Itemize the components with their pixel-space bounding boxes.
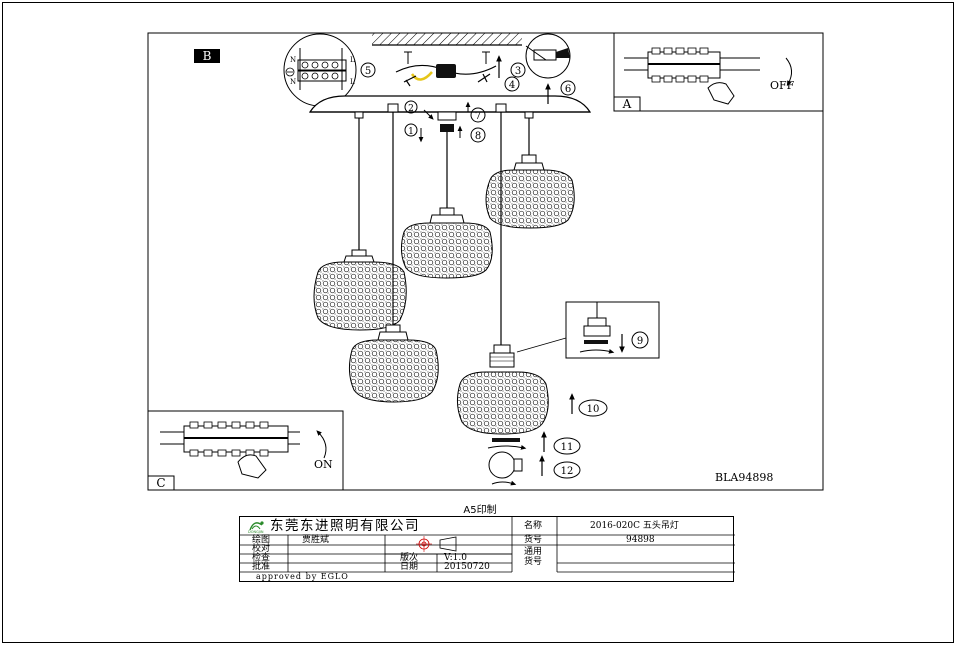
light-bulb	[488, 451, 523, 486]
label-version: 版次	[400, 553, 419, 563]
step-6-circle	[560, 80, 576, 96]
step-5-label: 5	[365, 66, 371, 77]
step-12-label: 12	[561, 466, 574, 477]
step-12-circle	[553, 461, 581, 479]
off-label: OFF	[770, 79, 795, 92]
socket-detail: 9	[516, 301, 660, 359]
wall-plug-magnifier	[525, 33, 571, 79]
glass-shade-1	[313, 249, 407, 331]
panel-b-label-box	[194, 49, 220, 63]
terminal-magnifier: N L N L 5	[283, 33, 376, 107]
ceiling-hatch	[372, 33, 522, 45]
mounting-bracket	[395, 51, 497, 87]
step-1-circle	[404, 123, 418, 137]
projection-symbol-icon	[416, 536, 457, 552]
glass-shade-2	[348, 324, 439, 403]
step-1-label: 1	[408, 127, 414, 137]
label-name: 名称	[524, 521, 543, 531]
label-approve: 批准	[252, 562, 271, 572]
product-name: 2016-020C 五头吊灯	[590, 521, 679, 531]
step-7-circle	[470, 107, 486, 123]
panel-a: A OFF	[613, 32, 824, 112]
terminal-letter-l-bottom: L	[350, 78, 355, 86]
glass-shade-3	[400, 207, 493, 279]
terminal-letter-l-top: L	[350, 56, 355, 64]
step-8-label: 8	[475, 131, 481, 142]
part-no: 94898	[626, 535, 655, 545]
step-4-circle	[504, 76, 520, 92]
label-draw: 绘图	[252, 535, 271, 545]
label-part-no: 货号	[524, 535, 543, 545]
version-value: V:1.0	[444, 553, 467, 563]
title-block: DONGJIN 东莞东进照明有限公司 名称 2016-020C 五头吊灯 绘图 …	[239, 516, 735, 582]
step-5-circle	[360, 62, 376, 78]
step-9-circle	[631, 331, 649, 349]
cable-fixing	[418, 101, 471, 143]
logo-text: DONGJIN	[248, 530, 264, 534]
step-2-label: 2	[408, 104, 414, 114]
step-10-label: 10	[587, 404, 600, 415]
company-name: 东莞东进照明有限公司	[270, 518, 420, 534]
glass-shade-4	[456, 344, 549, 435]
step-6-label: 6	[565, 84, 571, 95]
step-2-circle	[404, 100, 418, 114]
model-number: BLA94898	[715, 471, 773, 484]
terminal-letter-n-bottom: N	[290, 78, 296, 86]
step-10-circle	[578, 399, 608, 417]
label-check: 校对	[252, 544, 271, 554]
label-inspect: 检查	[252, 553, 271, 563]
step-3-circle	[510, 62, 526, 78]
glass-shade-5	[485, 154, 575, 229]
print-note: A5印制	[463, 505, 497, 516]
drawer-name: 贾胜斌	[302, 535, 330, 545]
panel-a-label: A	[622, 97, 632, 111]
step-11-circle	[553, 437, 581, 455]
panel-c-label: C	[156, 476, 165, 490]
date-value: 20150720	[444, 562, 490, 572]
step-8-circle	[470, 127, 486, 143]
step-7-label: 7	[475, 111, 481, 122]
panel-c: C ON	[147, 410, 344, 491]
canopy-plate	[308, 95, 592, 113]
approved-by: approved by EGLO	[256, 572, 349, 581]
step-11-label: 11	[561, 442, 574, 453]
hand-icon	[237, 454, 267, 479]
label-general-part-no-1: 通用	[524, 547, 543, 557]
shade-ring	[487, 438, 527, 450]
step-3-label: 3	[515, 66, 521, 77]
on-label: ON	[314, 458, 333, 471]
step-9-label: 9	[637, 336, 643, 347]
panel-b-label: B	[203, 49, 212, 63]
terminal-letter-n-top: N	[290, 56, 296, 64]
step-4-label: 4	[509, 80, 515, 91]
ground-symbol	[285, 67, 295, 77]
label-general-part-no-2: 货号	[524, 557, 543, 567]
label-date: 日期	[400, 562, 419, 572]
hand-icon	[707, 82, 735, 105]
company-logo-icon	[249, 521, 264, 531]
